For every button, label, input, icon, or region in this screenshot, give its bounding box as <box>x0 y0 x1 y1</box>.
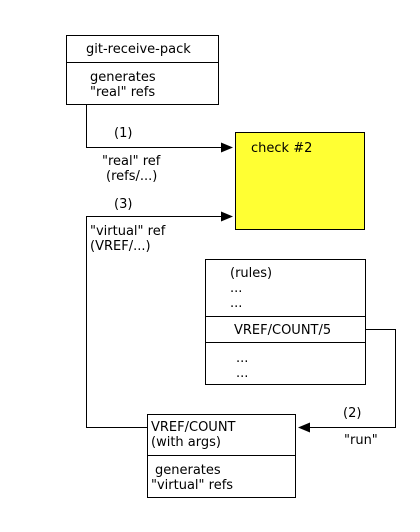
edge-real-ref: (1) "real" ref (refs/...) <box>86 104 233 184</box>
git-receive-pack-title: git-receive-pack <box>86 42 191 57</box>
rules-frame <box>205 259 366 385</box>
edge-virtual-ref-line <box>86 216 224 428</box>
edge-real-ref-step: (1) <box>114 126 132 141</box>
edge-virtual-ref-label-line2: (VREF/...) <box>90 239 151 254</box>
rules-footer-line1: ... <box>236 351 248 366</box>
vref-count-body-line2: "virtual" refs <box>151 478 233 493</box>
git-receive-pack-node[interactable]: git-receive-pack generates "real" refs <box>66 35 219 105</box>
vref-count-title-line1: VREF/COUNT <box>151 420 236 435</box>
check-note-node[interactable]: check #2 <box>235 132 365 230</box>
edge-real-ref-label-line2: (refs/...) <box>106 169 157 184</box>
rules-footer-line2: ... <box>236 366 248 381</box>
edge-virtual-ref-step: (3) <box>114 197 132 212</box>
edge-run-step: (2) <box>343 406 361 421</box>
edge-run-arrowhead <box>298 422 310 433</box>
git-receive-pack-body-line1: generates <box>90 70 156 85</box>
vref-count-node[interactable]: VREF/COUNT (with args) generates "virtua… <box>147 414 296 498</box>
edge-virtual-ref: (3) "virtual" ref (VREF/...) <box>86 197 233 428</box>
edge-run-label: "run" <box>344 433 378 448</box>
edge-real-ref-line <box>86 104 224 148</box>
edge-run-line <box>307 329 396 428</box>
rules-header-line2: ... <box>230 281 242 296</box>
vref-count-title-line2: (with args) <box>151 435 221 450</box>
edge-real-ref-arrowhead <box>221 142 233 153</box>
edge-virtual-ref-arrowhead <box>221 211 233 222</box>
edge-real-ref-label-line1: "real" ref <box>102 154 161 169</box>
rules-header-line1: (rules) <box>230 266 272 281</box>
check-note-frame <box>235 132 365 230</box>
git-receive-pack-body-line2: "real" refs <box>90 85 155 100</box>
vref-count-body-line1: generates <box>155 463 221 478</box>
rules-entry-vref-count: VREF/COUNT/5 <box>234 323 331 338</box>
edge-run: (2) "run" <box>298 329 396 448</box>
edge-virtual-ref-label-line1: "virtual" ref <box>90 224 166 239</box>
git-receive-pack-frame <box>66 35 219 105</box>
rules-header-line3: ... <box>230 296 242 311</box>
rules-node[interactable]: (rules) ... ... VREF/COUNT/5 ... ... <box>205 259 366 385</box>
check-note-label: check #2 <box>251 141 312 156</box>
